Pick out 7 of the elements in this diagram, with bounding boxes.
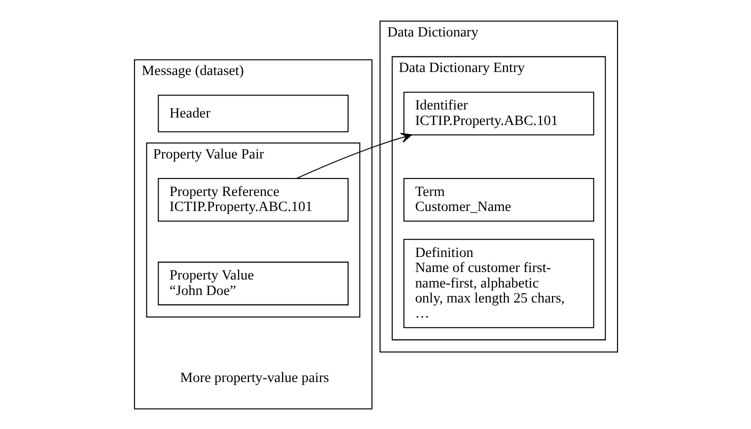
node-box: Property Value “John Doe” xyxy=(157,261,348,305)
arrow xyxy=(296,132,412,178)
node-box: Definition Name of customer first-name-first, alphabetic only, max length 25 chars, … xyxy=(402,238,594,328)
node-box: Property Reference ICTIP.Property.ABC.101 xyxy=(157,177,348,222)
node-box: Identifier ICTIP.Property.ABC.101 xyxy=(402,91,594,135)
node-box: Header xyxy=(157,94,348,132)
node-box: Term Customer_Name xyxy=(402,177,594,222)
